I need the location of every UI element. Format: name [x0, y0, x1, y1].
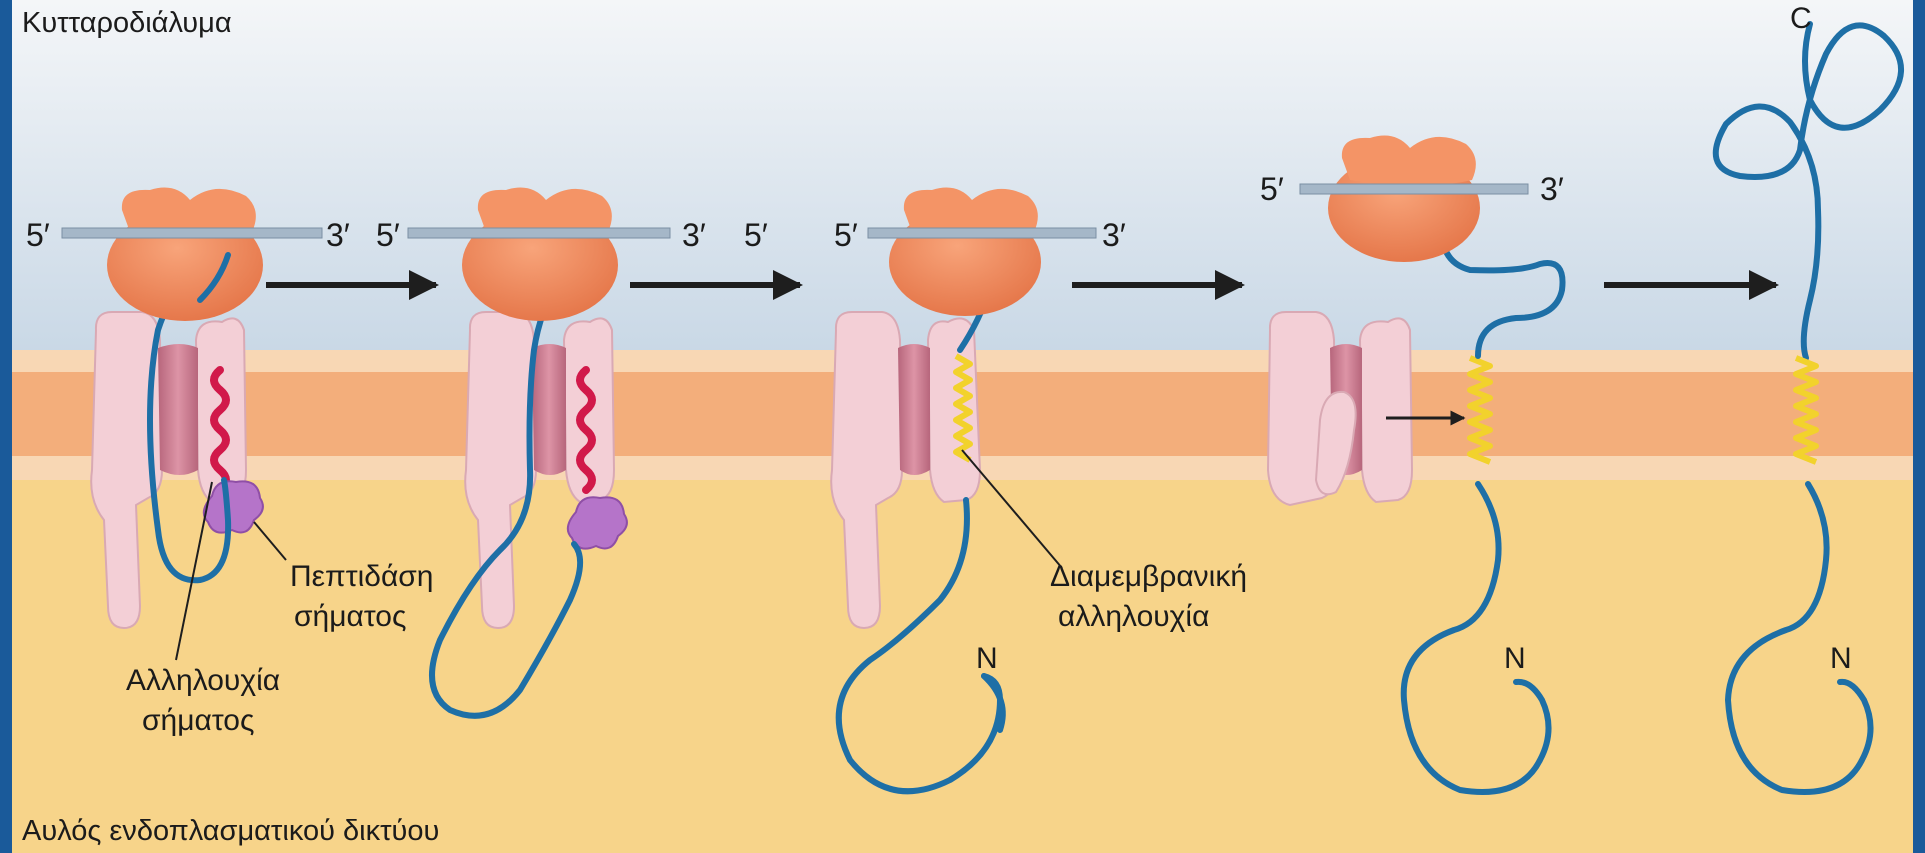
signal-peptidase-label-2: σήματος	[294, 600, 406, 633]
stage-5-n-terminus: N	[1830, 642, 1852, 675]
stage-4-three-prime: 3′	[1540, 171, 1564, 207]
ribosome	[107, 188, 263, 321]
mrna	[62, 228, 322, 238]
stage-5-c-terminus: C	[1790, 2, 1812, 35]
mrna	[1300, 184, 1528, 194]
left-frame-bar	[0, 0, 12, 853]
right-frame-bar	[1913, 0, 1925, 853]
cytosol-label: Κυτταροδιάλυμα	[22, 7, 232, 39]
stage-3-five-prime-outer: 5′	[744, 217, 768, 253]
stage-2-five-prime: 5′	[376, 217, 400, 253]
stage-3-n-terminus: N	[976, 642, 998, 675]
ribosome	[462, 188, 618, 321]
stage-1-five-prime: 5′	[26, 217, 50, 253]
er-lumen-region	[12, 478, 1913, 853]
signal-sequence-label-2: σήματος	[142, 704, 254, 737]
transmembrane-label: Διαμεμβρανική	[1050, 560, 1247, 593]
mrna	[408, 228, 670, 238]
stage-3-five-prime: 5′	[834, 217, 858, 253]
stage-4-five-prime: 5′	[1260, 171, 1284, 207]
signal-peptidase-label: Πεπτιδάση	[290, 560, 434, 593]
transmembrane-label-2: αλληλουχία	[1058, 600, 1209, 633]
stage-4-n-terminus: N	[1504, 642, 1526, 675]
mrna	[868, 228, 1096, 238]
ribosome	[1328, 136, 1480, 262]
stage-1-three-prime: 3′	[326, 217, 350, 253]
stage-3-three-prime: 3′	[1102, 217, 1126, 253]
ribosome	[889, 188, 1041, 316]
stage-2-three-prime: 3′	[682, 217, 706, 253]
er-lumen-label: Αυλός ενδοπλασματικού δικτύου	[22, 815, 439, 847]
signal-sequence-label: Αλληλουχία	[126, 664, 280, 697]
